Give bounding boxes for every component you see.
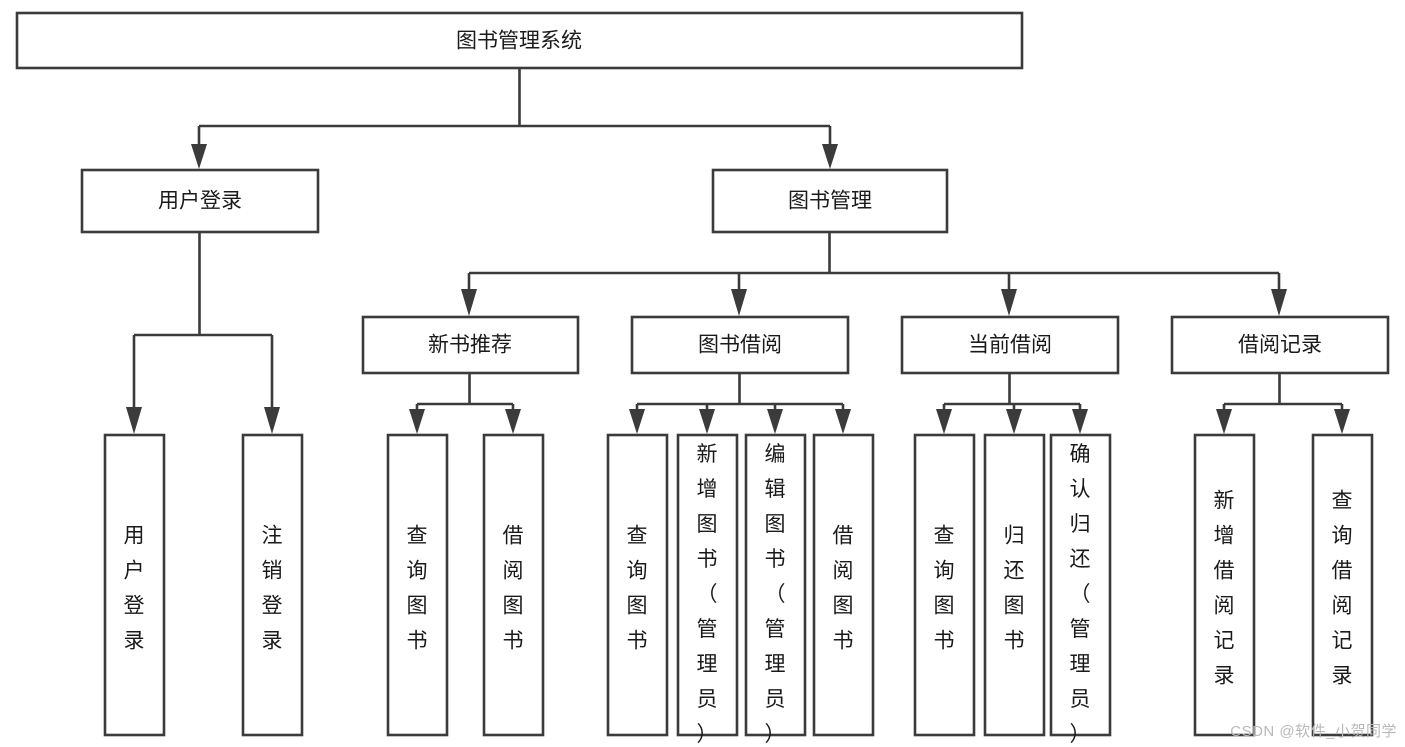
node-borrow-record[interactable]: 借阅记录 [1170, 315, 1390, 375]
node-leaf-confirm-return-label: 确认归还（管理员） [1070, 443, 1091, 746]
node-root-label: 图书管理系统 [456, 30, 582, 53]
node-leaf-return-book[interactable]: 归还图书 [983, 433, 1046, 737]
node-leaf-user-login[interactable]: 用户登录 [103, 433, 166, 737]
node-current-borrow-box[interactable] [900, 315, 1120, 375]
node-leaf-query-book-3-label: 查询图书 [934, 524, 955, 652]
node-leaf-add-record-label: 新增借阅记录 [1214, 489, 1235, 687]
node-leaf-user-logout-label: 注销登录 [262, 524, 283, 652]
node-leaf-user-login-box[interactable] [103, 433, 166, 737]
node-leaf-query-book-2-label: 查询图书 [627, 524, 648, 652]
arrow-head-book-mgmt [822, 144, 838, 169]
node-leaf-edit-book[interactable]: 编辑图书（管理员） [744, 433, 807, 746]
arrow-head-leaf-query-book-2 [629, 409, 645, 434]
node-leaf-return-book-box[interactable] [983, 433, 1046, 737]
node-new-book-recommend-box[interactable] [361, 315, 580, 375]
node-leaf-query-book-1-label: 查询图书 [407, 524, 428, 652]
node-current-borrow[interactable]: 当前借阅 [900, 315, 1120, 375]
node-leaf-add-record[interactable]: 新增借阅记录 [1193, 433, 1256, 737]
node-leaf-confirm-return[interactable]: 确认归还（管理员） [1049, 433, 1112, 746]
node-leaf-query-record[interactable]: 查询借阅记录 [1311, 433, 1374, 737]
node-leaf-edit-book-label: 编辑图书（管理员） [765, 443, 786, 746]
node-leaf-add-book[interactable]: 新增图书（管理员） [676, 433, 739, 746]
arrow-head-current-borrow [1001, 289, 1017, 316]
node-new-book-recommend[interactable]: 新书推荐 [361, 315, 580, 375]
arrow-head-leaf-user-login [126, 407, 142, 434]
node-leaf-query-record-box[interactable] [1311, 433, 1374, 737]
node-book-borrow-box[interactable] [630, 315, 850, 375]
arrow-head-leaf-user-logout [264, 407, 280, 434]
node-book-management-label: 图书管理 [788, 190, 872, 213]
arrow-head-leaf-add-record [1216, 409, 1232, 434]
node-leaf-confirm-return-box[interactable] [1049, 433, 1112, 737]
node-leaf-user-logout[interactable]: 注销登录 [241, 433, 304, 737]
node-leaf-user-logout-box[interactable] [241, 433, 304, 737]
node-leaf-borrow-book-1-box[interactable] [482, 433, 545, 737]
node-leaf-add-book-label: 新增图书（管理员） [697, 443, 718, 746]
node-leaf-borrow-book-2-box[interactable] [812, 433, 875, 737]
node-user-login[interactable]: 用户登录 [80, 168, 320, 234]
arrow-head-leaf-add-book [699, 409, 715, 434]
node-leaf-query-book-3-box[interactable] [913, 433, 976, 737]
arrow-head-leaf-query-book-1 [409, 409, 425, 434]
node-root-box[interactable] [15, 11, 1024, 70]
node-leaf-query-book-2-box[interactable] [606, 433, 669, 737]
node-leaf-query-record-label: 查询借阅记录 [1332, 489, 1353, 687]
arrow-head-leaf-query-book-3 [936, 409, 952, 434]
node-book-borrow[interactable]: 图书借阅 [630, 315, 850, 375]
node-leaf-query-book-1-box[interactable] [386, 433, 449, 737]
node-leaf-borrow-book-2[interactable]: 借阅图书 [812, 433, 875, 737]
node-user-login-label: 用户登录 [158, 190, 242, 213]
node-leaf-add-book-box[interactable] [676, 433, 739, 737]
node-leaf-return-book-label: 归还图书 [1004, 524, 1025, 652]
node-leaf-user-login-label: 用户登录 [124, 524, 145, 652]
node-leaf-borrow-book-1-label: 借阅图书 [503, 524, 524, 652]
node-leaf-borrow-book-1[interactable]: 借阅图书 [482, 433, 545, 737]
node-leaf-borrow-book-2-label: 借阅图书 [833, 524, 854, 652]
node-leaf-edit-book-box[interactable] [744, 433, 807, 737]
node-borrow-record-box[interactable] [1170, 315, 1390, 375]
node-borrow-record-label: 借阅记录 [1238, 334, 1322, 357]
node-leaf-add-record-box[interactable] [1193, 433, 1256, 737]
connector-layer [126, 68, 1350, 434]
node-current-borrow-label: 当前借阅 [968, 334, 1052, 357]
node-book-management-box[interactable] [711, 168, 949, 234]
arrow-head-leaf-query-record [1334, 409, 1350, 434]
node-leaf-query-book-2[interactable]: 查询图书 [606, 433, 669, 737]
arrow-head-borrow-record [1271, 289, 1287, 316]
arrow-head-user-login [191, 144, 207, 169]
node-book-management[interactable]: 图书管理 [711, 168, 949, 234]
node-leaf-query-book-3[interactable]: 查询图书 [913, 433, 976, 737]
arrow-head-leaf-borrow-book-2 [835, 409, 851, 434]
arrow-head-leaf-borrow-book-1 [505, 409, 521, 434]
arrow-head-leaf-confirm-return [1072, 409, 1088, 434]
node-leaf-query-book-1[interactable]: 查询图书 [386, 433, 449, 737]
node-user-login-box[interactable] [80, 168, 320, 234]
arrow-head-new-book-recommend [461, 289, 477, 316]
arrow-head-book-borrow [731, 289, 747, 316]
arrow-head-leaf-edit-book [767, 409, 783, 434]
node-book-borrow-label: 图书借阅 [698, 334, 782, 357]
arrow-head-leaf-return-book [1006, 409, 1022, 434]
node-root[interactable]: 图书管理系统 [15, 11, 1024, 70]
node-new-book-recommend-label: 新书推荐 [428, 334, 512, 357]
